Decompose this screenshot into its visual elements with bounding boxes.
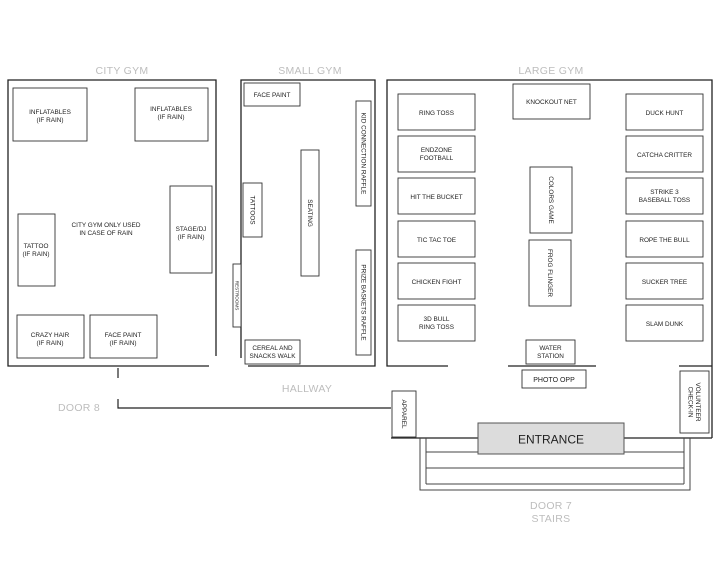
city-gym-note-line2: IN CASE OF RAIN — [79, 230, 133, 237]
knockout-net-booth — [512, 83, 591, 120]
prize-raffle-booth — [355, 249, 372, 356]
cereal-walk-booth — [244, 339, 301, 365]
restrooms — [232, 263, 242, 328]
stairs-outline — [419, 438, 691, 491]
entrance-stairs: ENTRANCE — [391, 422, 712, 491]
3d-bull-ring-toss-sublabel: RING TOSS — [419, 324, 454, 331]
apparel-label: APPAREL — [400, 399, 407, 428]
water-station — [525, 339, 576, 365]
crazy-hair-booth — [16, 314, 85, 359]
door7-label-line2: STAIRS — [532, 513, 571, 525]
inflatables-left-booth — [12, 87, 88, 142]
colors-game-booth — [529, 166, 573, 234]
3d-bull-ring-toss-booth — [397, 304, 476, 342]
door8-label: DOOR 8 — [58, 402, 100, 414]
face-paint-booth — [243, 82, 301, 107]
inflatables-left-label: INFLATABLES — [29, 109, 71, 116]
endzone-football-booth — [397, 135, 476, 173]
entrance-box — [477, 422, 625, 455]
rope-the-bull-label: ROPE THE BULL — [639, 237, 690, 244]
volunteer-checkin-booth — [679, 370, 710, 434]
inflatables-right-sublabel: (IF RAIN) — [158, 114, 185, 121]
kid-raffle-label: KID CONNECTION RAFFLE — [359, 113, 366, 195]
face-paint-rain-label: FACE PAINT — [105, 332, 142, 339]
water-station-sublabel: STATION — [537, 353, 564, 360]
endzone-football-sublabel: FOOTBALL — [420, 155, 454, 162]
cereal-walk-sublabel: SNACKS WALK — [250, 353, 297, 360]
inflatables-right-booth — [134, 87, 209, 142]
tattoo-sublabel: (IF RAIN) — [23, 251, 50, 258]
ring-toss-label: RING TOSS — [419, 110, 454, 117]
hit-the-bucket-booth — [397, 177, 476, 215]
inflatables-right-label: INFLATABLES — [150, 106, 192, 113]
tattoo-label: TATTOO — [24, 243, 49, 250]
large-gym: RING TOSS ENDZONE FOOTBALL HIT THE BUCKE… — [386, 79, 713, 438]
hallway-label: HALLWAY — [282, 383, 332, 395]
slam-dunk-label: SLAM DUNK — [646, 321, 684, 328]
sucker-tree-booth — [625, 262, 704, 300]
photo-opp-label: PHOTO OPP — [533, 377, 575, 384]
restrooms-label: RESTROOMS — [234, 281, 239, 311]
cereal-walk-label: CEREAL AND — [252, 345, 293, 352]
kid-raffle-booth — [355, 100, 372, 207]
entrance-label: ENTRANCE — [518, 433, 584, 447]
seating-area — [300, 149, 320, 277]
tic-tac-toe-label: TIC TAC TOE — [417, 237, 456, 244]
small-gym-title: SMALL GYM — [278, 65, 342, 77]
tic-tac-toe-booth — [397, 220, 476, 258]
duck-hunt-label: DUCK HUNT — [646, 110, 684, 117]
frog-flinger-booth — [528, 239, 572, 307]
tattoos-booth — [242, 182, 263, 238]
door7-label-line1: DOOR 7 — [530, 500, 572, 512]
small-gym-wall — [240, 79, 376, 367]
tattoos-label: TATTOOS — [248, 195, 255, 224]
photo-opp-booth — [521, 369, 587, 389]
city-gym-title: CITY GYM — [96, 65, 149, 77]
sucker-tree-label: SUCKER TREE — [642, 279, 687, 286]
strike-3-label: STRIKE 3 — [650, 189, 679, 196]
frog-flinger-label: FROG FLINGER — [546, 249, 553, 297]
chicken-fight-booth — [397, 262, 476, 300]
inflatables-left-sublabel: (IF RAIN) — [37, 117, 64, 124]
face-paint-rain-booth — [89, 314, 158, 359]
seating-label: SEATING — [306, 199, 313, 227]
stage-dj-sublabel: (IF RAIN) — [178, 234, 205, 241]
tattoo-booth — [17, 213, 56, 287]
face-paint-rain-sublabel: (IF RAIN) — [110, 340, 137, 347]
colors-game-label: COLORS GAME — [547, 176, 554, 224]
volunteer-label: VOLUNTEER — [694, 382, 701, 421]
city-gym-wall — [7, 79, 217, 367]
stage-dj-label: STAGE/DJ — [176, 226, 207, 233]
duck-hunt-booth — [625, 93, 704, 131]
city-gym: INFLATABLES (IF RAIN) INFLATABLES (IF RA… — [7, 79, 217, 367]
apparel-booth — [391, 390, 417, 438]
crazy-hair-sublabel: (IF RAIN) — [37, 340, 64, 347]
small-gym: FACE PAINT KID CONNECTION RAFFLE SEATING… — [232, 79, 376, 367]
strike-3-baseball-toss-booth — [625, 177, 704, 215]
catcha-critter-label: CATCHA CRITTER — [637, 152, 692, 159]
rope-the-bull-booth — [625, 220, 704, 258]
checkin-label: CHECK-IN — [687, 387, 694, 418]
endzone-football-label: ENDZONE — [421, 147, 452, 154]
left-booth-column: RING TOSS ENDZONE FOOTBALL HIT THE BUCKE… — [397, 93, 476, 342]
prize-raffle-label: PRIZE BASKETS RAFFLE — [359, 264, 366, 340]
stage-dj-booth — [169, 185, 213, 274]
catcha-critter-booth — [625, 135, 704, 173]
water-station-label: WATER — [539, 345, 562, 352]
baseball-toss-sublabel: BASEBALL TOSS — [639, 197, 690, 204]
large-gym-wall — [386, 79, 713, 438]
slam-dunk-booth — [625, 304, 704, 342]
large-gym-title: LARGE GYM — [518, 65, 583, 77]
face-paint-label: FACE PAINT — [254, 92, 291, 99]
ring-toss-booth — [397, 93, 476, 131]
crazy-hair-label: CRAZY HAIR — [31, 332, 70, 339]
door8-corridor — [117, 399, 391, 409]
right-booth-column: DUCK HUNT CATCHA CRITTER STRIKE 3 BASEBA… — [625, 93, 704, 342]
knockout-net-label: KNOCKOUT NET — [526, 99, 577, 106]
3d-bull-ring-toss-label: 3D BULL — [424, 316, 450, 323]
chicken-fight-label: CHICKEN FIGHT — [412, 279, 462, 286]
hit-the-bucket-label: HIT THE BUCKET — [410, 194, 462, 201]
city-gym-note-line1: CITY GYM ONLY USED — [72, 222, 141, 229]
